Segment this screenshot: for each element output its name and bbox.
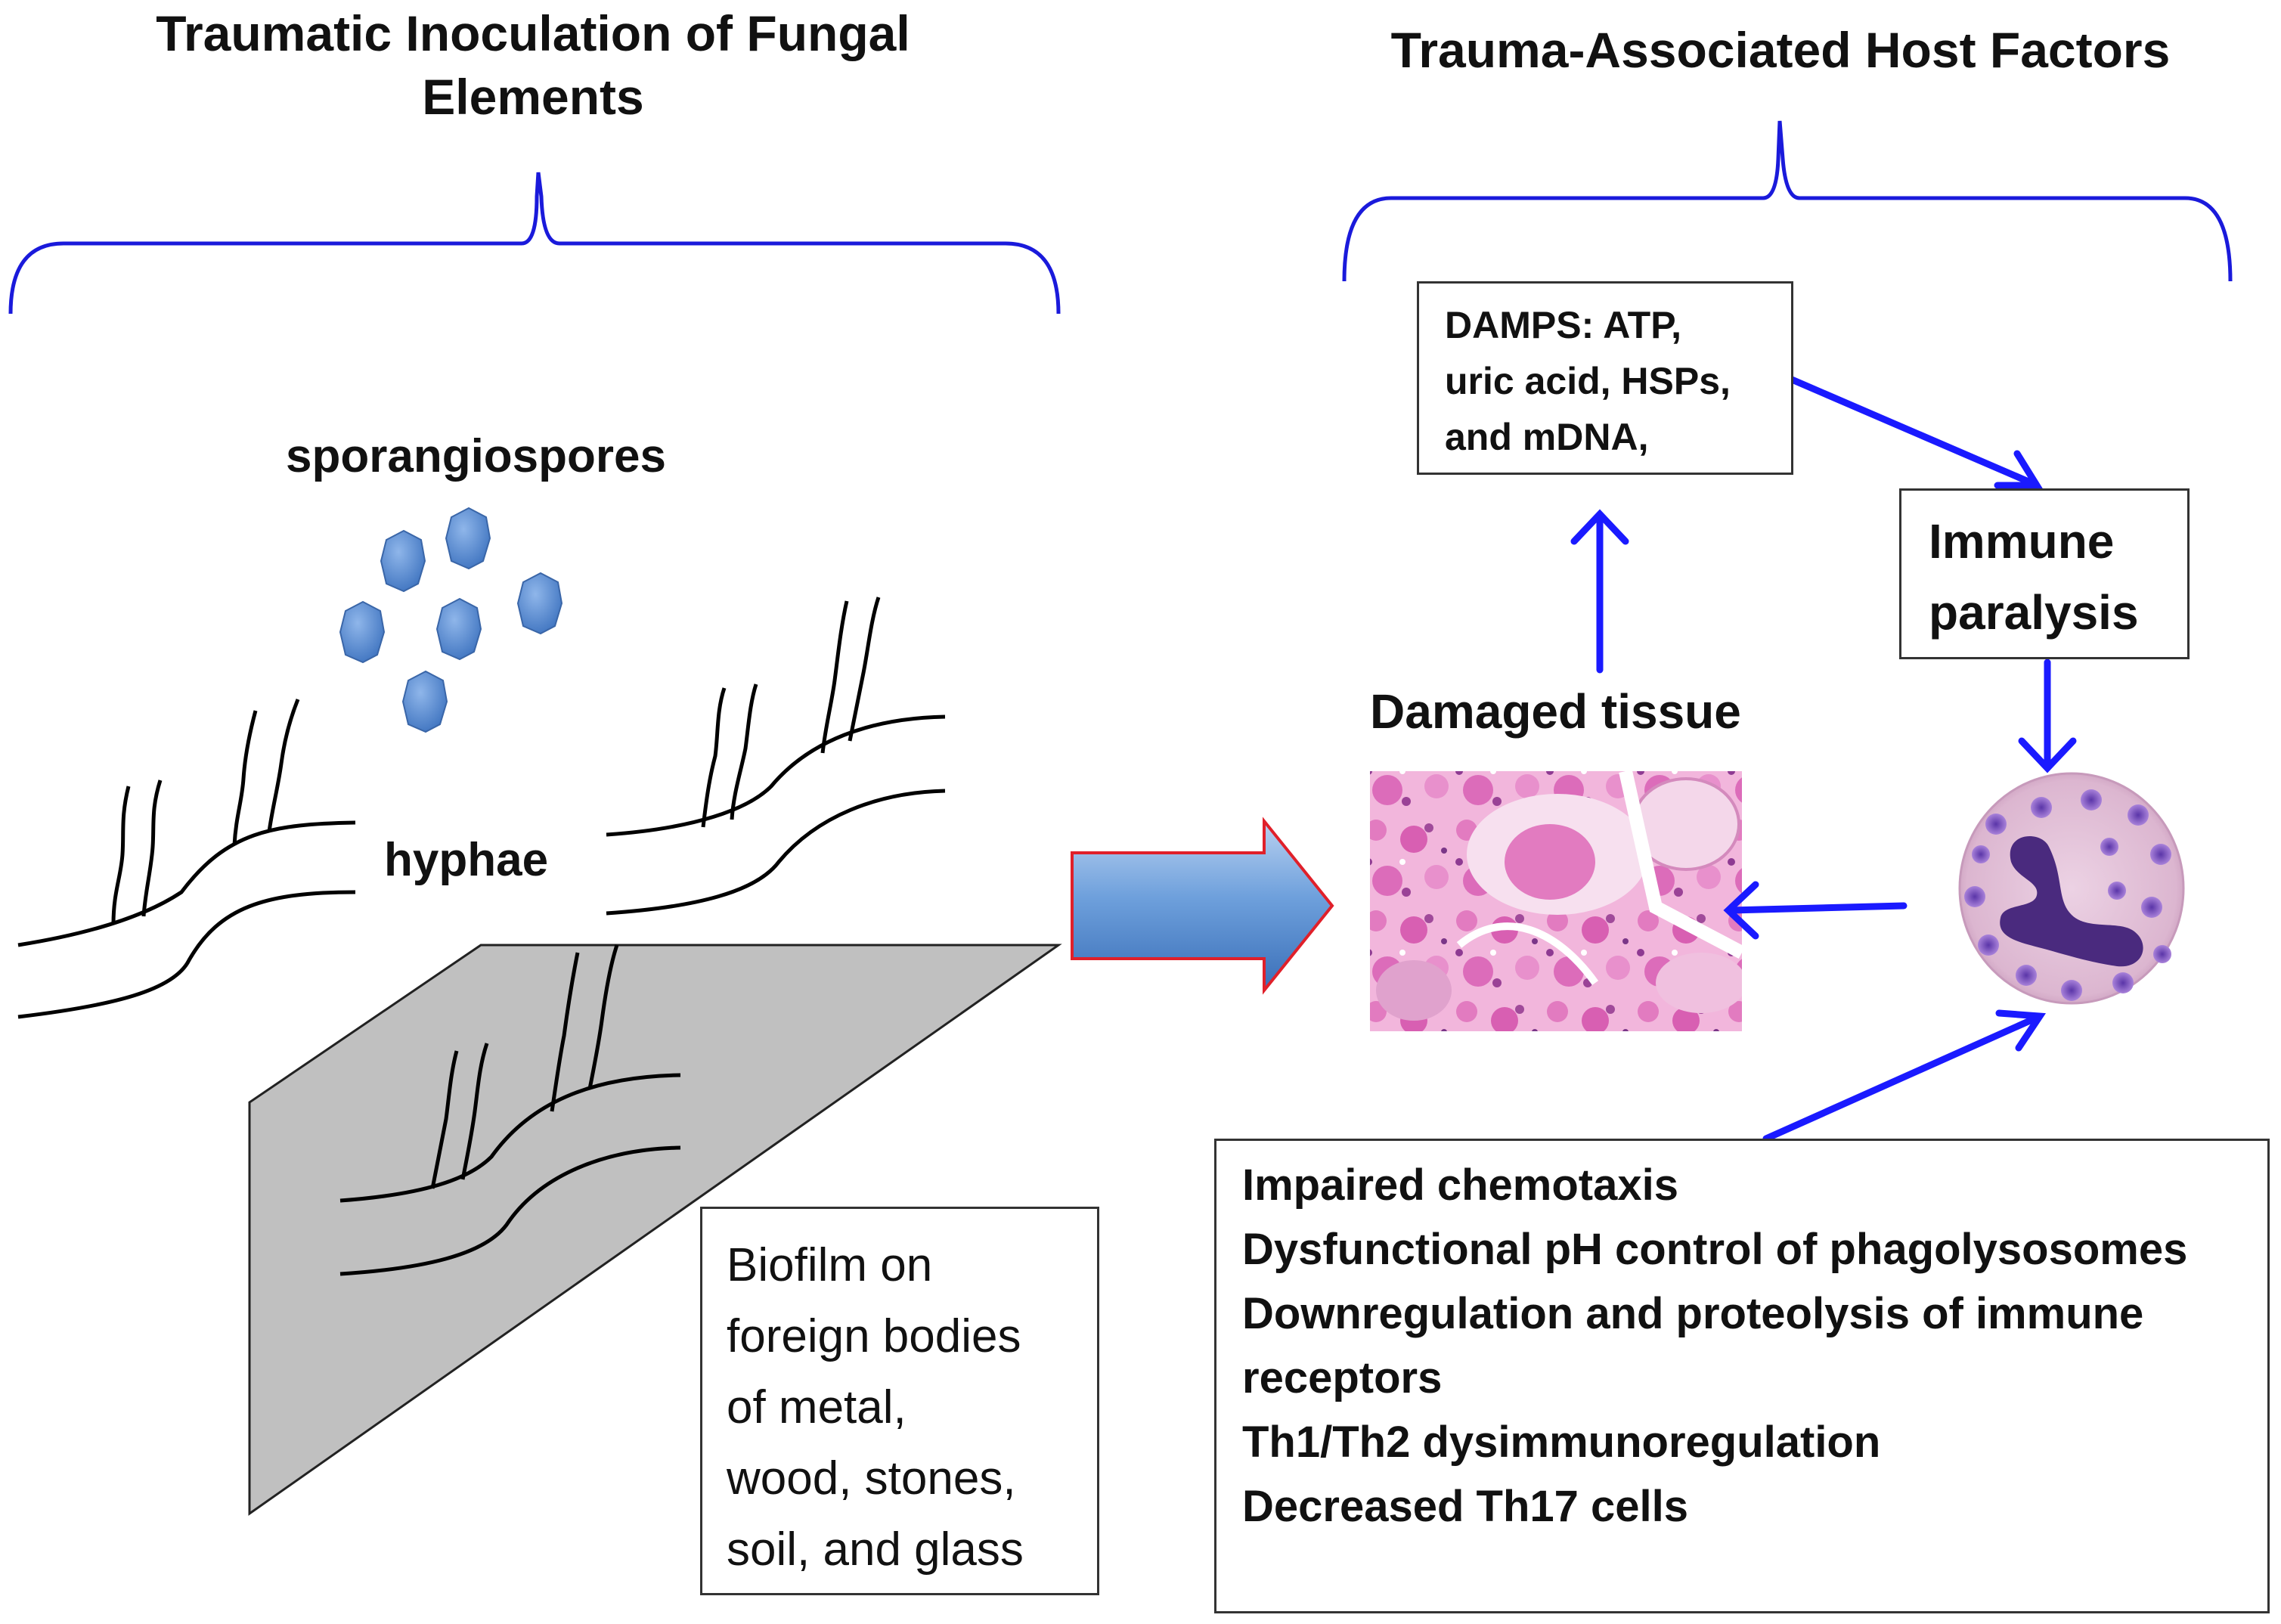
left-title: Traumatic Inoculation of Fungal Elements	[30, 2, 1036, 129]
defect-line: Impaired chemotaxis	[1242, 1161, 1678, 1210]
sporangiospore-icon	[445, 507, 491, 570]
biofilm-line: of metal,	[727, 1381, 907, 1433]
biofilm-line: Biofilm on	[727, 1239, 933, 1291]
left-bracket	[8, 172, 1061, 315]
defect-line: Dysfunctional pH control of phagolysosom…	[1242, 1225, 2188, 1274]
defect-line: receptors	[1242, 1353, 1443, 1402]
big-transfer-arrow	[1071, 817, 1334, 995]
biofilm-line: foreign bodies	[727, 1310, 1021, 1362]
hyphae-right	[606, 597, 946, 916]
sporangiospore-icon	[401, 670, 448, 733]
defect-line: Th1/Th2 dysimmunoregulation	[1242, 1418, 1881, 1467]
neutrophil-defects-box: Impaired chemotaxis Dysfunctional pH con…	[1214, 1139, 2270, 1613]
immune-paralysis-line: Immune	[1929, 514, 2115, 569]
arrow-defects-to-neutrophil	[1762, 1014, 2041, 1142]
hyphae-on-plate	[339, 944, 681, 1276]
damps-line: DAMPS: ATP,	[1445, 304, 1681, 346]
sporangiospore-icon	[380, 529, 426, 593]
damps-line: uric acid, HSPs,	[1445, 360, 1731, 402]
immune-paralysis-box: Immune paralysis	[1899, 488, 2190, 659]
hyphae-label: hyphae	[384, 834, 549, 886]
biofilm-line: wood, stones,	[727, 1452, 1016, 1505]
damaged-tissue-label: Damaged tissue	[1370, 684, 1741, 739]
right-title: Trauma-Associated Host Factors	[1278, 18, 2281, 82]
neutrophil-nucleus	[2000, 836, 2143, 967]
arrow-damps-to-paralysis	[1788, 376, 2038, 488]
sporangiospore-icon	[339, 600, 386, 664]
left-title-line-2: Elements	[422, 69, 644, 125]
hyphae-left	[17, 699, 356, 1019]
defect-line: Downregulation and proteolysis of immune	[1242, 1289, 2144, 1338]
immune-paralysis-line: paralysis	[1929, 585, 2139, 640]
right-bracket	[1342, 120, 2233, 282]
left-title-line-1: Traumatic Inoculation of Fungal	[156, 5, 910, 61]
biofilm-line: soil, and glass	[727, 1523, 1024, 1576]
flow-arrows	[1570, 376, 2077, 1142]
sporangiospore-icons	[339, 507, 563, 733]
sporangiospore-icon	[516, 572, 563, 635]
neutrophil-cell	[1958, 772, 2185, 1005]
biofilm-box: Biofilm on foreign bodies of metal, wood…	[700, 1207, 1099, 1595]
damps-line: and mDNA,	[1445, 416, 1649, 458]
defect-line: Decreased Th17 cells	[1242, 1482, 1689, 1531]
sporangiospores-label: sporangiospores	[286, 430, 666, 482]
damps-box: DAMPS: ATP, uric acid, HSPs, and mDNA,	[1417, 281, 1793, 475]
damaged-tissue-image	[1370, 771, 1742, 1031]
right-title-text: Trauma-Associated Host Factors	[1390, 22, 2171, 78]
arrow-neutrophil-to-tissue	[1728, 902, 1908, 914]
sporangiospore-icon	[435, 597, 482, 661]
